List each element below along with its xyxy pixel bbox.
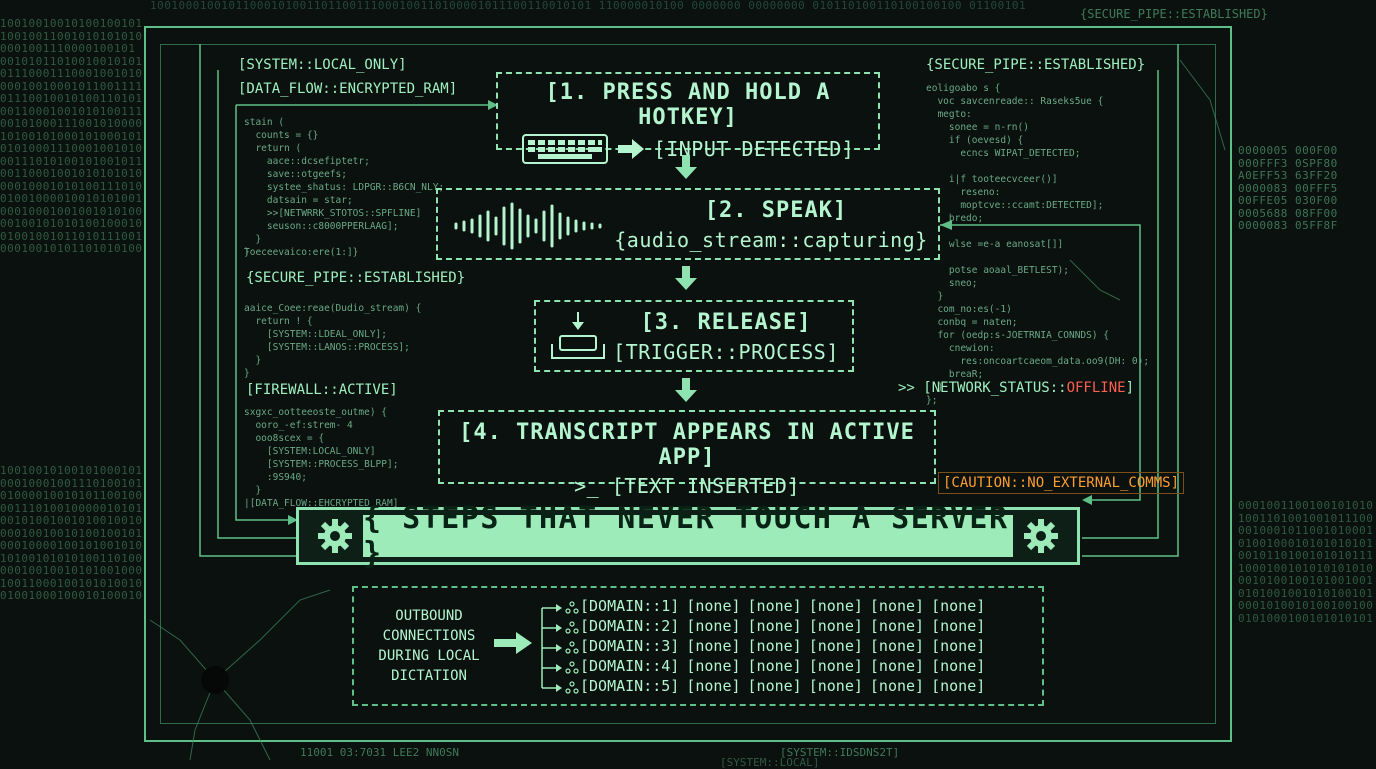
footer-mid-text-2: [SYSTEM::LOCAL] [720, 756, 820, 769]
background-binary-top: 1001000100101100010100110110011100010011… [150, 0, 1027, 12]
outer-frame [144, 26, 1232, 742]
background-hex-right: 0000005 000F00 000FFF3 0SPF80 A0EFF53 63… [1238, 145, 1338, 232]
step-2-subtitle: {audio_stream::capturing} [614, 228, 928, 252]
table-cell: [none] [686, 657, 741, 675]
table-cell: [none] [747, 617, 802, 635]
step-3-box: [3. RELEASE] [TRIGGER::PROCESS] [534, 300, 854, 372]
inner-frame [160, 44, 1216, 724]
gear-icon-left [318, 519, 352, 553]
table-cell: [none] [686, 637, 741, 655]
tag-network-status: >> [NETWORK_STATUS::OFFLINE] [898, 380, 1134, 396]
flow-arrow-2-stem [682, 266, 690, 278]
table-cell: [none] [869, 637, 925, 655]
domain-label: [DOMAIN::3] [580, 637, 680, 655]
table-cell: [none] [931, 597, 986, 615]
table-row: [DOMAIN::3] [none] [none] [none] [none] [none… [580, 637, 992, 655]
domain-label: [DOMAIN::1] [580, 597, 680, 615]
step-2-box: [2. SPEAK] {audio_stream::capturing} [436, 188, 940, 260]
arrow-right-icon-table [494, 632, 532, 654]
outbound-label-line-2: CONNECTIONS [382, 628, 476, 644]
domain-label: [DOMAIN::2] [580, 617, 680, 635]
network-status-prefix: >> [NETWORK_STATUS:: [898, 380, 1067, 396]
waveform-icon [454, 202, 602, 250]
table-cell: [none] [686, 617, 741, 635]
tag-secure-pipe-left: {SECURE_PIPE::ESTABLISHED} [246, 270, 466, 286]
table-cell: [none] [808, 677, 863, 695]
table-cell: [none] [869, 677, 925, 695]
step-4-title: [4. TRANSCRIPT APPEARS IN ACTIVE APP] [459, 420, 915, 470]
step-3-subtitle: [TRIGGER::PROCESS] [613, 340, 839, 364]
outbound-label: OUTBOUND CONNECTIONS DURING LOCAL DICTAT… [364, 606, 494, 686]
table-cell: [none] [869, 617, 925, 635]
code-block-right: eoligoabo s { voc savcenreade:: Raseks5u… [926, 83, 1150, 406]
background-binary-left-lower: 1001001010010100010101 00010001001110100… [0, 465, 142, 602]
domain-label: [DOMAIN::5] [580, 677, 680, 695]
domain-label: [DOMAIN::4] [580, 657, 680, 675]
code-block-left-1: stain ( counts = {} return ( aace::dcsef… [244, 117, 445, 258]
table-cell: [none] [747, 597, 802, 615]
table-cell: [none] [931, 637, 986, 655]
table-cell: [none] [686, 677, 741, 695]
network-status-suffix: ] [1125, 380, 1135, 396]
code-block-left-3: sxgxc_ootteeoste_outme) { ooro_-ef:strem… [244, 407, 399, 509]
footer-left-text: 11001 03:7031 LEE2 NN0SN [300, 746, 459, 759]
table-cell: [none] [747, 677, 802, 695]
table-cell: [none] [808, 597, 863, 615]
banner-label-panel: { STEPS THAT NEVER TOUCH A SERVER } [363, 501, 1013, 571]
top-right-status: {SECURE_PIPE::ESTABLISHED} [1080, 7, 1268, 21]
tag-data-flow: [DATA_FLOW::ENCRYPTED_RAM] [238, 81, 458, 97]
table-cell: [none] [931, 677, 986, 695]
table-cell: [none] [808, 637, 863, 655]
banner-text: { STEPS THAT NEVER TOUCH A SERVER } [363, 501, 1009, 571]
outbound-connections-table: OUTBOUND CONNECTIONS DURING LOCAL DICTAT… [352, 586, 1044, 706]
flow-arrow-1 [675, 167, 697, 179]
step-3-title: [3. RELEASE] [640, 310, 812, 335]
table-cell: [none] [808, 617, 863, 635]
table-row: [DOMAIN::5] [none] [none] [none] [none] [none… [580, 677, 992, 695]
network-status-value: OFFLINE [1066, 380, 1126, 396]
step-1-box: [1. PRESS AND HOLD A HOTKEY] [INPUT DETE… [496, 72, 880, 164]
key-release-icon [551, 312, 605, 359]
outbound-label-line-4: DICTATION [391, 668, 467, 684]
footer-mid-text: [SYSTEM::IDSDNS2T] [780, 746, 900, 759]
table-row: [DOMAIN::1] [none] [none] [none] [none] [none… [580, 597, 992, 615]
code-block-left-1b: Toeceevaico:ere(1:]} [244, 247, 359, 258]
gear-icon-right [1024, 519, 1058, 553]
table-cell: [none] [686, 597, 741, 615]
outbound-label-line-1: OUTBOUND [395, 608, 463, 624]
step-1-title: [1. PRESS AND HOLD A HOTKEY] [545, 80, 831, 130]
table-cell: [none] [808, 657, 863, 675]
tag-firewall: [FIREWALL::ACTIVE] [246, 382, 398, 398]
table-cell: [none] [747, 637, 802, 655]
table-cell: [none] [931, 657, 986, 675]
table-row: [DOMAIN::4] [none] [none] [none] [none] [none… [580, 657, 992, 675]
flow-arrow-1-stem [682, 155, 690, 167]
step-2-title: [2. SPEAK] [704, 198, 848, 223]
branch-lines [541, 601, 579, 694]
flow-arrow-3 [675, 390, 697, 402]
arrow-right-icon [617, 139, 644, 159]
tag-secure-pipe-right: {SECURE_PIPE::ESTABLISHED} [926, 57, 1146, 73]
step-4-box: [4. TRANSCRIPT APPEARS IN ACTIVE APP] >_… [438, 410, 936, 498]
table-cell: [none] [931, 617, 986, 635]
table-cell: [none] [869, 597, 925, 615]
flow-arrow-2 [675, 278, 697, 290]
keyboard-icon [521, 134, 608, 164]
outbound-label-line-3: DURING LOCAL [378, 648, 480, 664]
tag-caution: [CAUTION::NO_EXTERNAL_COMMS] [938, 472, 1185, 494]
table-row: [DOMAIN::2] [none] [none] [none] [none] [none… [580, 617, 992, 635]
background-binary-right-lower: 0001001100100101010 1001101001001011100 … [1238, 500, 1374, 625]
flow-arrow-3-stem [682, 378, 690, 390]
tag-local-only: [SYSTEM::LOCAL_ONLY] [238, 57, 407, 73]
step-4-subtitle: >_ [TEXT INSERTED] [574, 474, 800, 498]
table-cell: [none] [869, 657, 925, 675]
table-cell: [none] [747, 657, 802, 675]
code-block-left-2: aaice_Coee:reae(Dudio_stream) { return !… [244, 303, 422, 379]
background-binary-left: 1001001001010010010101 10010011001010101… [0, 18, 142, 255]
banner: { STEPS THAT NEVER TOUCH A SERVER } [296, 501, 1080, 571]
